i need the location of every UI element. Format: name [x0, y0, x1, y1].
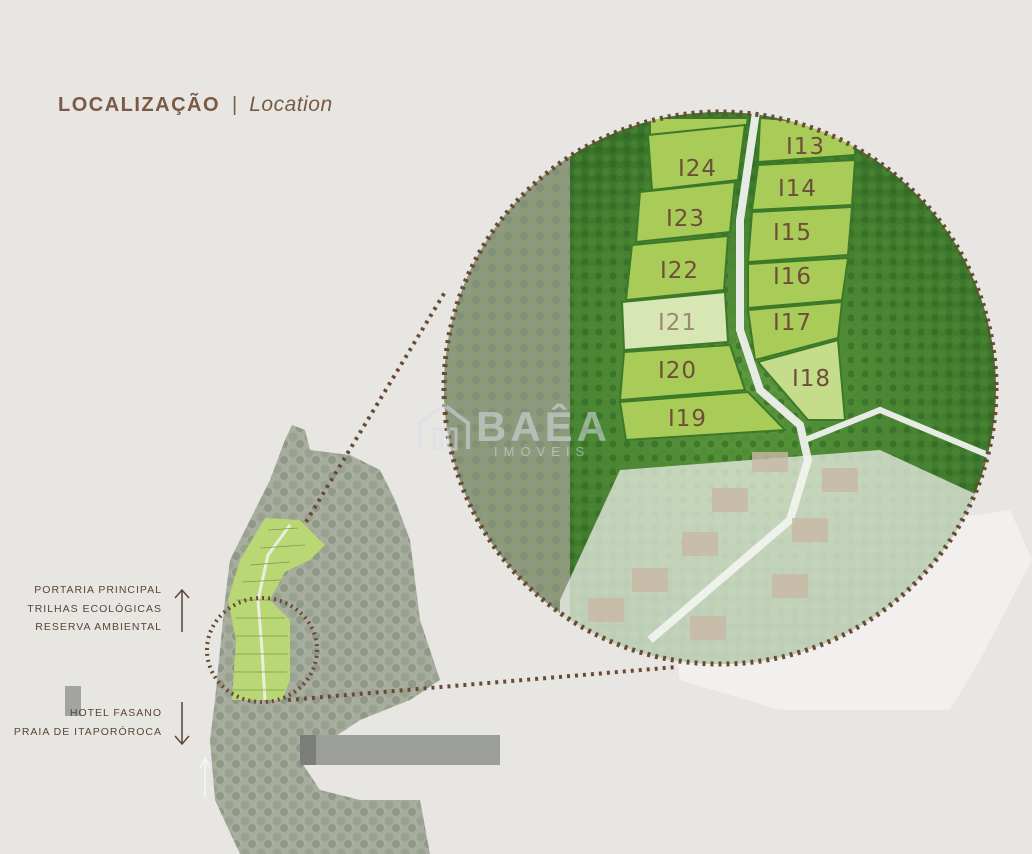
lot-label-i20: I20	[658, 358, 698, 384]
lot-label-i14: I14	[778, 176, 818, 202]
label-hotel: HOTEL FASANO	[69, 707, 162, 719]
south-labels: HOTEL FASANO PRAIA DE ITAPORÓROCA	[14, 704, 162, 741]
north-labels: PORTARIA PRINCIPAL TRILHAS ECOLÓGICAS RE…	[27, 581, 162, 637]
connector-lower	[287, 663, 701, 702]
watermark: BAÊA IMÓVEIS	[412, 392, 611, 462]
arrow-down-icon	[174, 702, 190, 746]
lot-label-i19: I19	[668, 406, 708, 432]
watermark-sub: IMÓVEIS	[494, 444, 591, 459]
zoom-circle-border	[441, 109, 999, 667]
lot-label-i23: I23	[666, 206, 706, 232]
label-portaria: PORTARIA PRINCIPAL	[34, 584, 162, 596]
lot-label-i22: I22	[660, 258, 700, 284]
lot-label-i18: I18	[792, 366, 832, 392]
lot-label-i21: I21	[658, 310, 698, 336]
page-title: LOCALIZAÇÃO | Location	[58, 90, 333, 120]
title-subtitle: Location	[249, 93, 333, 116]
lot-label-i13: I13	[786, 134, 826, 160]
lot-label-i17: I17	[773, 310, 813, 336]
lot-label-i24: I24	[678, 156, 718, 182]
label-praia: PRAIA DE ITAPORÓROCA	[13, 725, 162, 738]
title-main: LOCALIZAÇÃO	[58, 93, 221, 116]
arrow-up-icon	[174, 588, 190, 632]
house-logo-icon	[418, 402, 470, 451]
label-reserva: RESERVA AMBIENTAL	[35, 621, 162, 633]
zoom-circle	[444, 112, 996, 664]
lot-label-i15: I15	[773, 220, 813, 246]
lot-label-i16: I16	[773, 264, 813, 290]
overview-map	[65, 425, 500, 854]
label-trilhas: TRILHAS ECOLÓGICAS	[27, 602, 162, 615]
title-separator: |	[232, 93, 238, 116]
watermark-brand: BAÊA	[476, 403, 612, 450]
